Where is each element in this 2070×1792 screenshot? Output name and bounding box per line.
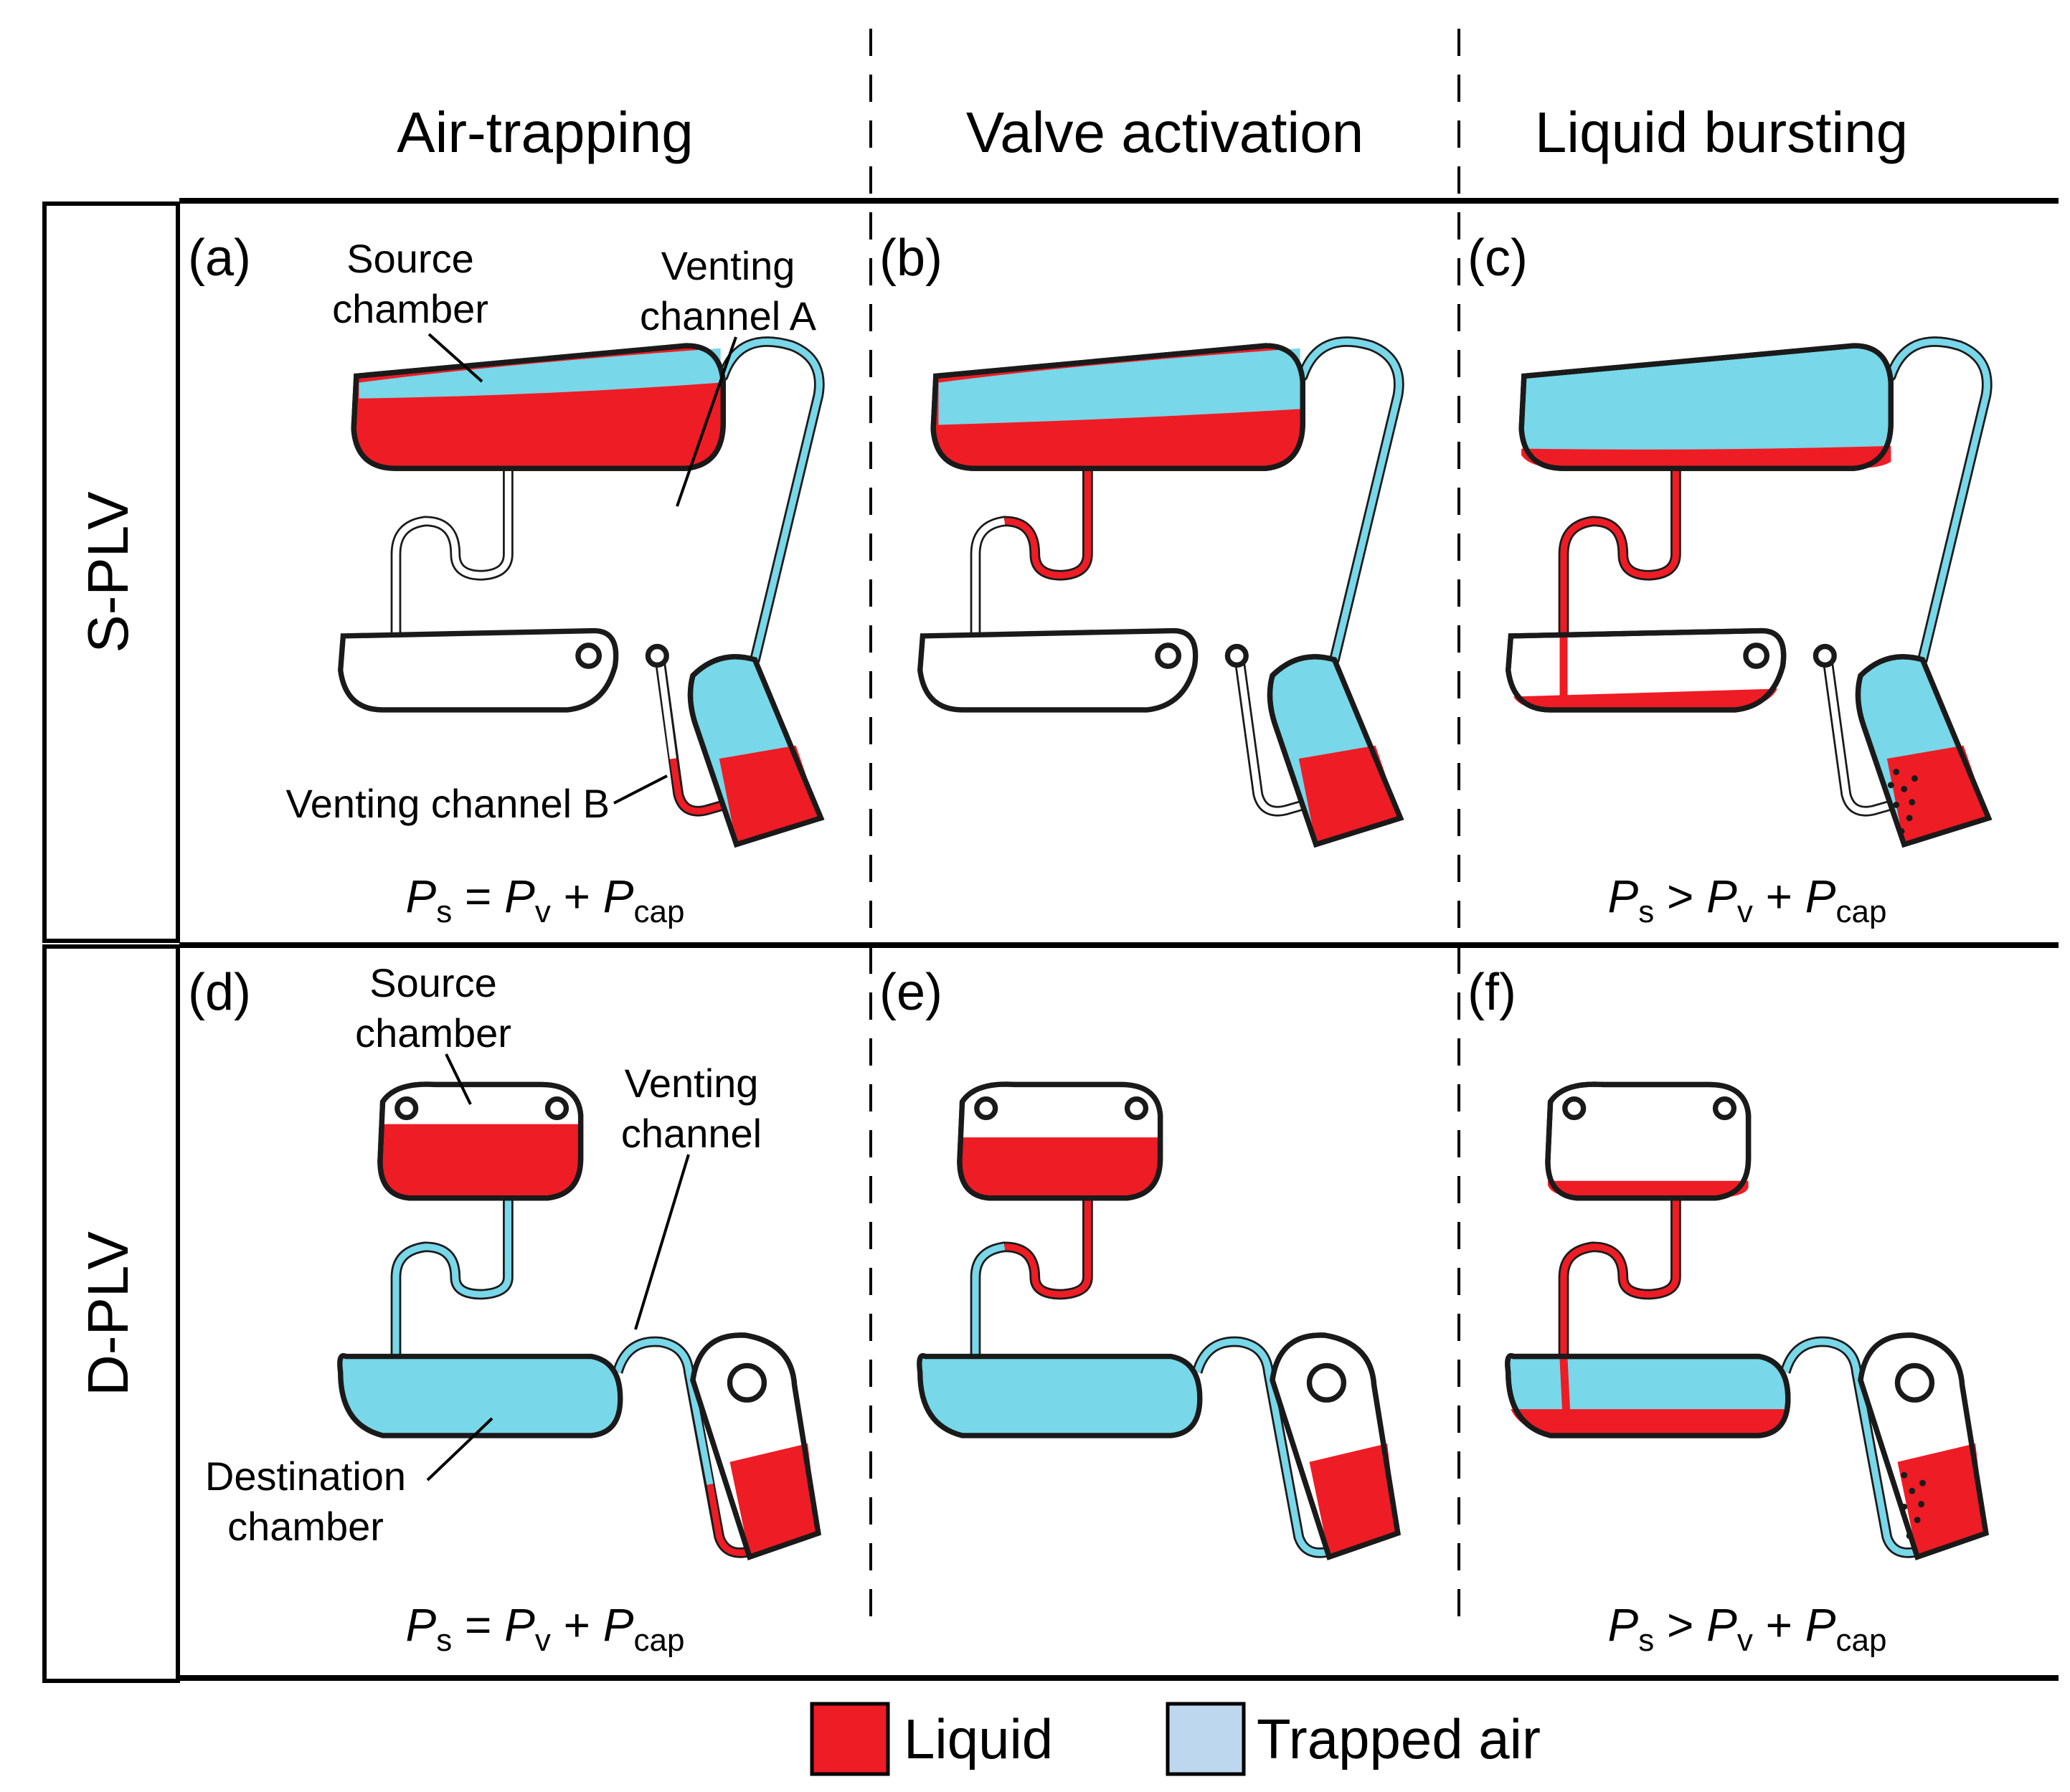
label-venting-b: Venting channel B (286, 781, 610, 826)
label-source-chamber-d-1: Source (369, 960, 496, 1005)
legend: Liquid Trapped air (810, 1702, 1541, 1776)
device-a (341, 336, 825, 844)
panel-letter-d: (d) (188, 964, 251, 1021)
label-destination-d-2: chamber (227, 1504, 384, 1549)
equation-d: Ps = Pv + Pcap (406, 1599, 685, 1658)
legend-label-liquid: Liquid (904, 1707, 1053, 1770)
row-box-d-plv (42, 944, 180, 1683)
grid-lines (42, 29, 2059, 1683)
header-valve-activation: Valve activation (966, 100, 1364, 164)
equation-c: Ps > Pv + Pcap (1608, 871, 1887, 929)
header-liquid-bursting: Liquid bursting (1535, 100, 1908, 164)
leader-venting-b (613, 774, 668, 805)
leader-destination-d (426, 1417, 493, 1482)
legend-label-trapped-air: Trapped air (1257, 1707, 1541, 1770)
panel-letter-b: (b) (879, 229, 942, 287)
panel-letter-c: (c) (1468, 229, 1528, 287)
leader-venting-a (676, 336, 737, 507)
device-d (340, 1084, 818, 1557)
leader-venting-d (634, 1154, 690, 1330)
label-source-chamber-a-1: Source (346, 236, 473, 281)
leader-source-chamber-a (427, 333, 483, 383)
device-c (1508, 336, 1993, 844)
panel-letter-f: (f) (1468, 964, 1516, 1021)
leader-source-chamber-d (445, 1053, 472, 1105)
device-f (1508, 1084, 1986, 1557)
equation-f: Ps > Pv + Pcap (1608, 1599, 1887, 1658)
annotations-a: Source chamber Venting channel A Venting… (286, 236, 817, 826)
label-source-chamber-d-2: chamber (355, 1010, 511, 1056)
device-b (920, 336, 1404, 844)
label-destination-d-1: Destination (205, 1454, 406, 1499)
legend-swatch-liquid (810, 1702, 890, 1776)
row-label-s-plv: S-PLV (76, 491, 140, 653)
legend-swatch-trapped-air (1166, 1702, 1246, 1776)
header-air-trapping: Air-trapping (397, 100, 694, 164)
panel-letter-a: (a) (188, 229, 251, 287)
equation-a: Ps = Pv + Pcap (406, 871, 685, 929)
row-label-d-plv: D-PLV (76, 1231, 140, 1396)
label-venting-a-2: channel A (640, 293, 817, 338)
label-venting-d-2: channel (621, 1111, 762, 1156)
panel-letter-e: (e) (879, 964, 942, 1021)
row-box-s-plv (42, 202, 180, 943)
label-venting-a-1: Venting (661, 243, 795, 288)
label-source-chamber-a-2: chamber (332, 286, 488, 331)
device-e (920, 1084, 1398, 1557)
label-venting-d-1: Venting (625, 1061, 759, 1106)
annotations-d: Source chamber Venting channel Destinati… (205, 960, 762, 1549)
